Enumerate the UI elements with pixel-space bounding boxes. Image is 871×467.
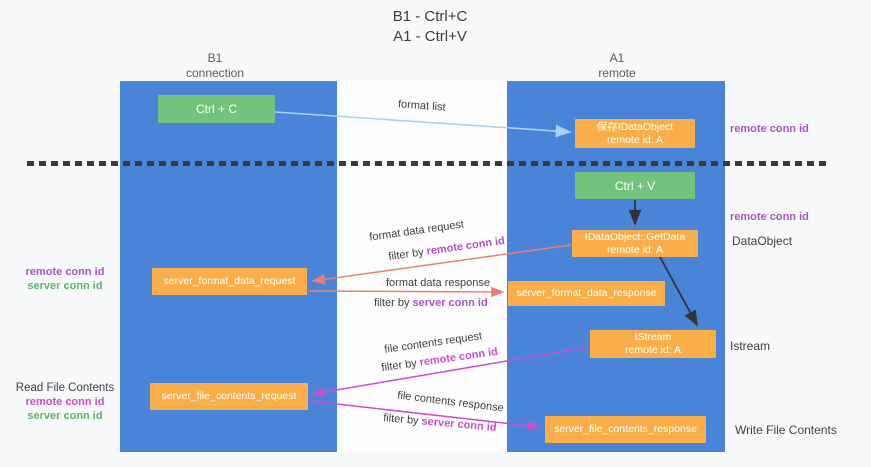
left-server-conn-id: server conn id [27,280,103,292]
node-save-line2: remote id: A [606,133,664,146]
node-idataobject-getdata: IDataObject::GetData remote id: A [572,230,698,257]
side-label-dataobject: DataObject [732,234,793,248]
left-label-block-file: Read File Contents remote conn id server… [8,381,122,423]
side-label-write-file-contents: Write File Contents [735,423,837,437]
node-server-format-data-response: server_format_data_response [508,281,665,306]
column-header-b1: B1 connection [150,51,280,81]
node-server-file-contents-response: server_file_contents_response [545,416,706,443]
left-server-conn-id: server conn id [27,410,103,422]
title-line-1: B1 - Ctrl+C [392,8,468,25]
diagram-title: B1 - Ctrl+C A1 - Ctrl+V [0,7,860,47]
server-conn-id-text: server conn id [412,297,488,309]
node-getdata-line2: remote id: A [606,243,664,256]
node-fmtreq-label: server_format_data_request [163,275,296,287]
arrow-file-contents-response [309,400,541,431]
left-label-block-format: remote conn id server conn id [10,265,120,293]
node-server-file-contents-request: server_file_contents_request [150,383,308,410]
column-b1-name: B1 [207,51,223,65]
arrow-format-data-request [311,244,572,285]
node-ctrl-v-label: Ctrl + V [614,178,656,193]
node-getdata-line1: IDataObject::GetData [584,230,686,243]
column-b1-role: connection [185,66,245,80]
side-label-remote-conn-id-top: remote conn id [730,123,809,135]
node-save-line1: 保存IDataObject [596,120,674,133]
side-label-remote-conn-id-mid: remote conn id [730,211,809,223]
column-a1-role: remote [598,66,636,80]
node-ctrl-c: Ctrl + C [158,95,275,123]
column-a1-name: A1 [609,51,625,65]
title-line-2: A1 - Ctrl+V [393,28,467,45]
column-header-a1: A1 remote [552,51,682,81]
arrow-getdata-to-istream [659,256,698,327]
edge-label-format-data-response: format data response [386,277,490,289]
side-label-istream: Istream [730,339,771,353]
arrow-file-contents-request [311,346,590,398]
left-read-file-contents: Read File Contents [15,382,115,394]
node-istream: IStream remote id: A [590,330,716,358]
node-istream-line1: IStream [634,331,672,343]
node-fmtresp-label: server_format_data_response [516,287,657,299]
node-save-idataobject: 保存IDataObject remote id: A [575,119,695,148]
dashed-separator [27,161,830,166]
arrow-format-list [274,111,572,138]
left-remote-conn-id: remote conn id [25,266,105,278]
node-ctrl-v: Ctrl + V [575,172,695,199]
node-istream-line2: remote id: A [624,344,682,356]
left-remote-conn-id: remote conn id [25,396,105,408]
filter-by-text: filter by [374,297,410,309]
node-filereq-label: server_file_contents_request [161,390,297,402]
arrow-format-data-response [307,286,505,298]
node-server-format-data-request: server_format_data_request [152,268,307,295]
node-ctrl-c-label: Ctrl + C [195,102,237,116]
node-fileresp-label: server_file_contents_response [553,423,697,435]
